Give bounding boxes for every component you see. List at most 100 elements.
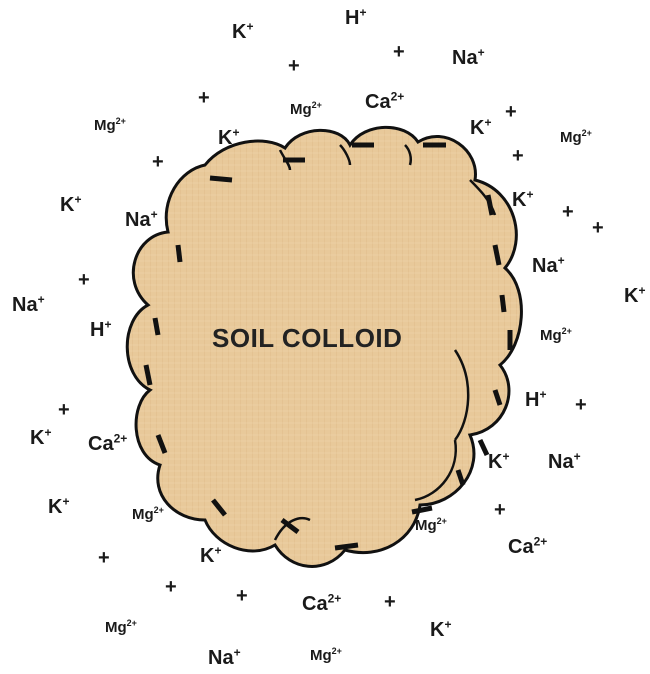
cation-charge: + [478,45,485,59]
cation-charge: 2+ [116,116,126,126]
cation-ca: Ca2+ [302,594,341,614]
cation-charge: + [74,192,81,206]
cation-symbol: Na [12,294,38,316]
cation-mg: Mg2+ [94,118,126,133]
cation-charge: 2+ [312,100,322,110]
colloid-title: SOIL COLLOID [212,323,402,354]
cation-k: K+ [232,22,253,42]
cation-ca: Ca2+ [88,434,127,454]
cation-na: Na+ [208,648,241,668]
plus-sign: + [575,395,587,415]
negative-charge-dash [210,178,232,180]
cation-symbol: K [470,117,484,139]
cation-symbol: Mg [132,506,154,523]
negative-charge-dash [502,295,504,312]
cation-h: H+ [90,320,111,340]
cation-symbol: K [232,21,246,43]
cation-mg: Mg2+ [415,518,447,533]
cation-symbol: Na [125,209,151,231]
cation-charge: + [526,187,533,201]
cation-symbol: Na [452,47,478,69]
cation-charge: 2+ [328,591,342,605]
cation-na: Na+ [452,48,485,68]
plus-sign: + [152,152,164,172]
cation-symbol: K [624,285,638,307]
cation-na: Na+ [532,256,565,276]
negative-charge-dash [178,245,180,262]
cation-symbol: Ca [365,91,391,113]
cation-na: Na+ [125,210,158,230]
negative-charge-dash [480,440,487,455]
cation-symbol: Ca [508,536,534,558]
plus-sign: + [288,56,300,76]
cation-charge: + [484,115,491,129]
cation-symbol: K [218,127,232,149]
cation-symbol: Mg [540,327,562,344]
cation-symbol: Mg [415,517,437,534]
cation-charge: + [502,449,509,463]
cation-charge: 2+ [127,618,137,628]
cation-charge: + [558,253,565,267]
cation-k: K+ [512,190,533,210]
cation-symbol: Mg [560,129,582,146]
cation-symbol: K [60,194,74,216]
cation-k: K+ [624,286,645,306]
cation-na: Na+ [548,452,581,472]
cation-symbol: H [345,7,359,29]
cation-symbol: Ca [302,593,328,615]
cation-symbol: Na [548,451,574,473]
plus-sign: + [562,202,574,222]
cation-charge: + [444,617,451,631]
cation-charge: 2+ [437,516,447,526]
cation-charge: + [62,494,69,508]
cation-symbol: K [48,496,62,518]
cation-symbol: H [90,319,104,341]
cation-charge: 2+ [114,431,128,445]
cation-symbol: Mg [310,647,332,664]
cation-ca: Ca2+ [508,537,547,557]
cation-k: K+ [200,546,221,566]
cation-h: H+ [345,8,366,28]
cation-charge: 2+ [562,326,572,336]
cation-symbol: K [30,427,44,449]
cation-symbol: K [512,189,526,211]
negative-charge-dash [155,318,158,335]
plus-sign: + [98,548,110,568]
cation-symbol: Ca [88,433,114,455]
cation-charge: 2+ [534,534,548,548]
plus-sign: + [384,592,396,612]
cation-charge: + [232,125,239,139]
cation-symbol: K [488,451,502,473]
cation-symbol: Na [208,647,234,669]
cation-symbol: Mg [94,117,116,134]
cation-symbol: H [525,389,539,411]
cation-charge: 2+ [332,646,342,656]
cation-symbol: Mg [105,619,127,636]
cation-charge: + [214,543,221,557]
cation-mg: Mg2+ [310,648,342,663]
cation-charge: + [539,387,546,401]
plus-sign: + [165,577,177,597]
negative-charge-dash [335,545,358,548]
cation-symbol: Mg [290,101,312,118]
cation-k: K+ [470,118,491,138]
cation-k: K+ [430,620,451,640]
cation-mg: Mg2+ [132,507,164,522]
cation-charge: 2+ [154,505,164,515]
cation-charge: + [44,425,51,439]
plus-sign: + [494,500,506,520]
plus-sign: + [592,218,604,238]
cation-k: K+ [488,452,509,472]
plus-sign: + [58,400,70,420]
cation-charge: + [246,19,253,33]
cation-mg: Mg2+ [560,130,592,145]
cation-charge: + [234,645,241,659]
plus-sign: + [236,586,248,606]
cation-charge: + [638,283,645,297]
cation-mg: Mg2+ [290,102,322,117]
cation-k: K+ [60,195,81,215]
cation-symbol: Na [532,255,558,277]
cation-na: Na+ [12,295,45,315]
cation-charge: 2+ [391,89,405,103]
